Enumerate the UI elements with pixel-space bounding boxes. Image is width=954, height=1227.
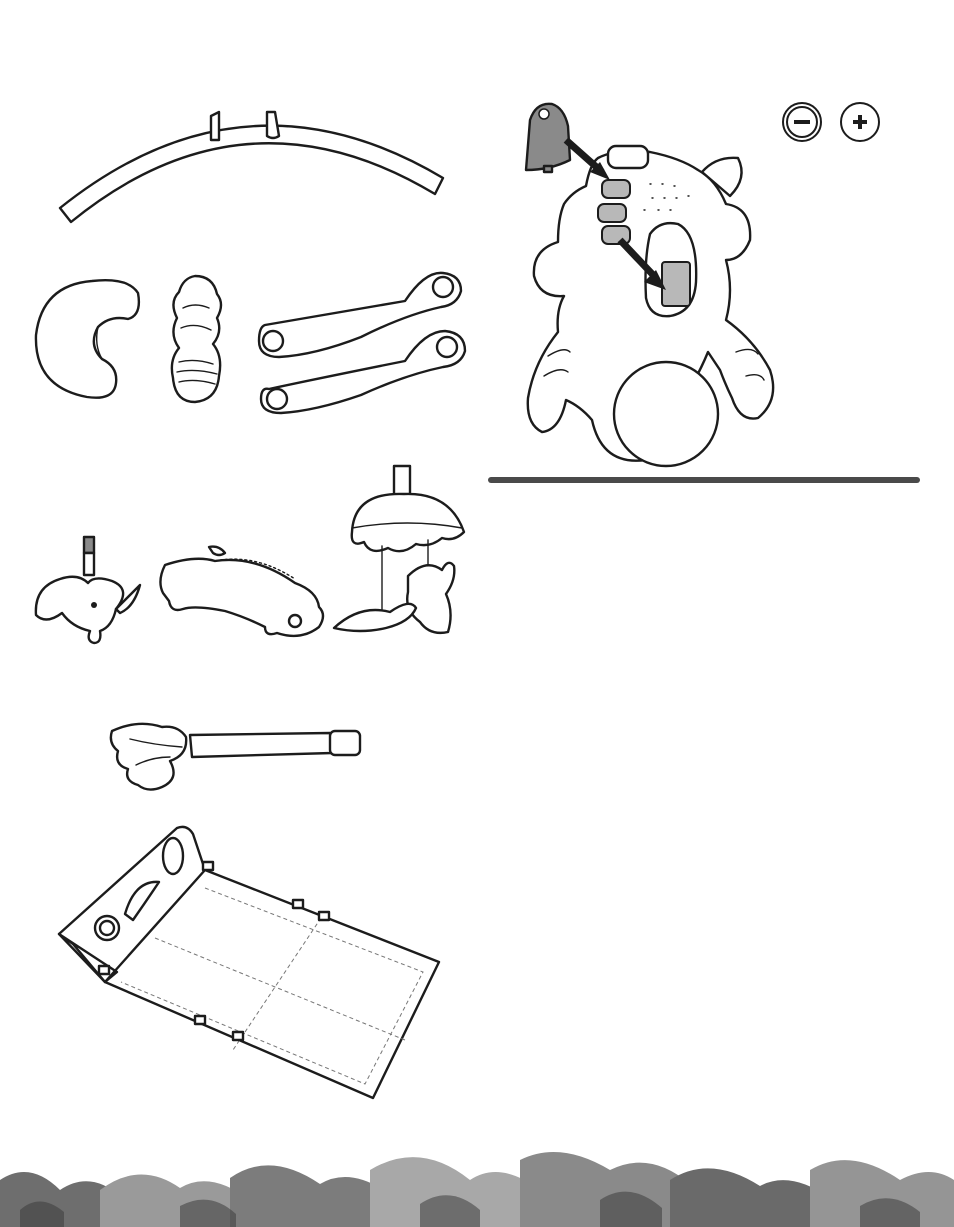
head-pillow-illustration xyxy=(32,275,142,403)
plus-icon xyxy=(838,100,882,144)
leaf-toy-bar-illustration xyxy=(108,715,364,795)
giraffe-toy-illustration xyxy=(155,545,335,645)
minus-icon xyxy=(780,100,824,144)
section-divider xyxy=(488,477,920,483)
jungle-leaf-footer-border xyxy=(0,1140,954,1227)
base-legs-illustration xyxy=(255,265,470,415)
elephant-toy-illustration xyxy=(32,535,144,647)
battery-installation-diagram xyxy=(520,100,830,468)
toy-bar-arch-illustration xyxy=(55,90,455,230)
play-mat-illustration xyxy=(55,822,447,1104)
leaf-butterfly-toy-illustration xyxy=(330,462,470,642)
plush-zebra-illustration xyxy=(165,272,227,406)
